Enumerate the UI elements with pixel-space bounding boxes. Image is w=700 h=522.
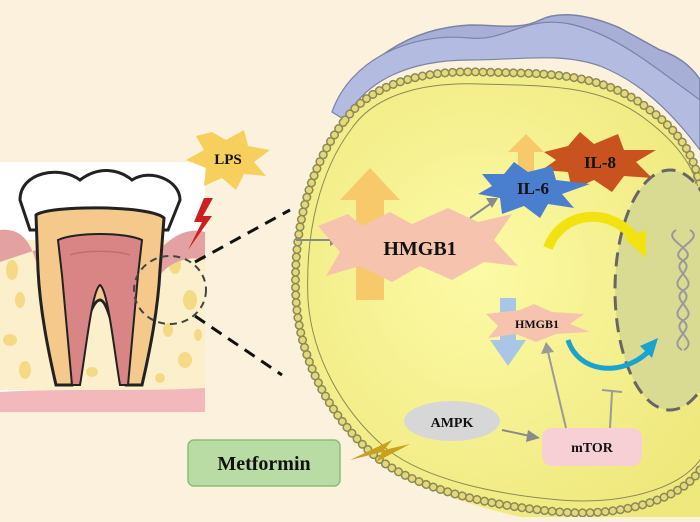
hmgb1-small-label: HMGB1 bbox=[515, 317, 559, 331]
bone-floor bbox=[0, 388, 205, 412]
il6-label: IL-6 bbox=[517, 179, 549, 198]
dna-icon bbox=[671, 229, 695, 351]
arrow-into-nucleus bbox=[543, 212, 641, 251]
mtor-label: mTOR bbox=[571, 441, 614, 456]
zoom-line-bottom bbox=[194, 314, 283, 377]
mtor-node: mTOR bbox=[542, 428, 642, 466]
ampk-label: AMPK bbox=[431, 416, 474, 431]
hmgb1-large-star: HMGB1 bbox=[318, 208, 518, 282]
nucleus bbox=[613, 168, 700, 412]
lps-label: LPS bbox=[214, 152, 242, 168]
metformin-node: Metformin bbox=[187, 439, 341, 487]
gingiva bbox=[0, 229, 36, 262]
lps-badge: LPS bbox=[186, 130, 270, 190]
tooth-panel bbox=[0, 162, 207, 412]
metformin-label: Metformin bbox=[217, 453, 310, 475]
hmgb1-small-star: HMGB1 bbox=[486, 304, 590, 342]
arrow-hmgb1-il6 bbox=[469, 203, 491, 219]
ampk-node: AMPK bbox=[404, 401, 500, 441]
hmgb1-large-label: HMGB1 bbox=[383, 238, 456, 260]
cytokine-up-arrow bbox=[508, 134, 544, 200]
lightning-icon bbox=[188, 198, 213, 250]
il6-star: IL-6 bbox=[478, 162, 590, 218]
arrow-mtor-hmgb1 bbox=[547, 351, 567, 429]
outer-membrane-band bbox=[331, 21, 700, 151]
arrow-ampk-mtor bbox=[501, 429, 531, 437]
inhibit-mtor-nucleus bbox=[609, 391, 613, 429]
zoom-line-top bbox=[194, 208, 291, 264]
il8-star: IL-8 bbox=[542, 132, 656, 192]
arrow-out-of-nucleus bbox=[565, 339, 650, 371]
metformin-lightning-icon bbox=[350, 440, 410, 462]
il8-label: IL-8 bbox=[584, 153, 616, 172]
inflamed-region bbox=[133, 255, 207, 325]
